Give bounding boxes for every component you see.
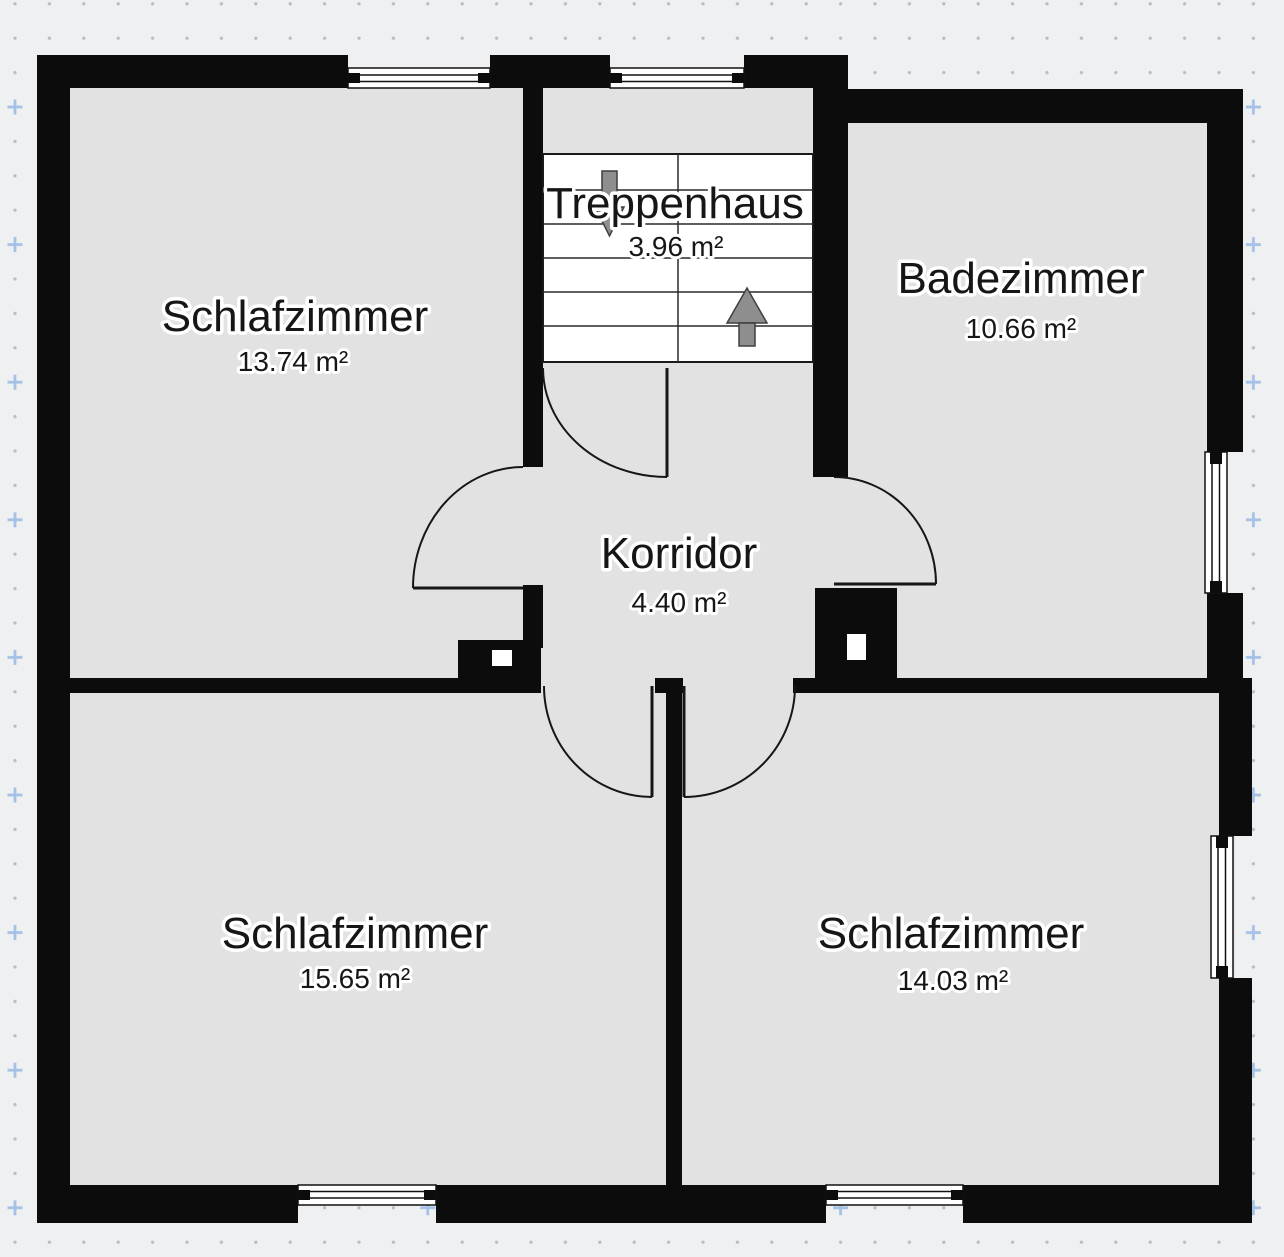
window-top-treppenhaus[interactable] [609,67,745,89]
room-area-korridor: 4.40 m² [632,587,727,618]
room-labels: Schlafzimmer 13.74 m² Treppenhaus 3.96 m… [158,176,1148,1000]
wall-bottom-1[interactable] [37,1185,298,1223]
staircase[interactable] [542,153,814,363]
door-schlafzimmer-bottomleft[interactable] [543,685,654,798]
wall-center-door-stub[interactable] [655,678,683,693]
wall-bottom-3[interactable] [963,1185,1252,1223]
wall-korridor-left-stub[interactable] [523,585,543,648]
wall-bottom-2[interactable] [436,1185,826,1223]
wall-exterior-left[interactable] [37,55,70,1223]
wall-badezimmer-top[interactable] [848,89,1242,123]
wall-badezimmer-bottom[interactable] [897,678,1219,693]
window-bottom-right[interactable] [825,1184,964,1206]
room-label-schlafzimmer-bottomright: Schlafzimmer [818,909,1085,958]
wall-middle-left[interactable] [70,678,458,693]
room-label-schlafzimmer-bottomleft: Schlafzimmer [222,909,489,958]
room-label-korridor: Korridor [601,529,758,578]
room-area-schlafzimmer-bottomright: 14.03 m² [898,965,1009,996]
wall-bedroom-divider[interactable] [666,693,682,1185]
stairs-up-arrow-icon [725,286,769,347]
wall-middle-right-stub[interactable] [793,678,817,693]
wall-treppenhaus-left[interactable] [523,88,543,467]
wall-top-1[interactable] [37,55,348,88]
room-area-treppenhaus: 3.96 m² [629,231,724,262]
chimney-right-niche [847,634,866,660]
door-schlafzimmer-bottomright[interactable] [682,685,796,798]
room-label-schlafzimmer-topleft: Schlafzimmer [162,292,429,341]
window-top-left[interactable] [347,67,491,89]
wall-bottomright-right-upper[interactable] [1219,678,1252,836]
doors [412,367,937,798]
window-bottomright-right[interactable] [1210,835,1234,979]
door-badezimmer[interactable] [833,476,937,586]
stairs-down-arrow-icon [593,170,626,238]
door-treppenhaus[interactable] [542,367,669,478]
chimney-left[interactable] [458,640,541,693]
windows [297,67,1234,1206]
room-label-treppenhaus: Treppenhaus [546,179,804,228]
wall-badezimmer-right-lower[interactable] [1207,593,1243,692]
room-label-badezimmer: Badezimmer [898,254,1145,303]
window-bottom-left[interactable] [297,1184,437,1206]
room-floor-bottom-right[interactable] [681,678,1235,1205]
wall-badezimmer-right-upper[interactable] [1207,89,1243,452]
room-area-schlafzimmer-topleft: 13.74 m² [238,346,349,377]
room-area-schlafzimmer-bottomleft: 15.65 m² [300,963,411,994]
chimney-left-niche [492,650,512,666]
room-area-badezimmer: 10.66 m² [966,313,1077,344]
walls [37,55,1252,1223]
wall-top-2[interactable] [490,55,610,88]
wall-bottomright-right-lower[interactable] [1219,978,1252,1223]
room-floor-badezimmer[interactable] [848,89,1227,692]
window-badezimmer-right[interactable] [1204,451,1228,594]
wall-treppenhaus-right[interactable] [813,55,848,477]
door-schlafzimmer-topleft[interactable] [412,466,524,590]
